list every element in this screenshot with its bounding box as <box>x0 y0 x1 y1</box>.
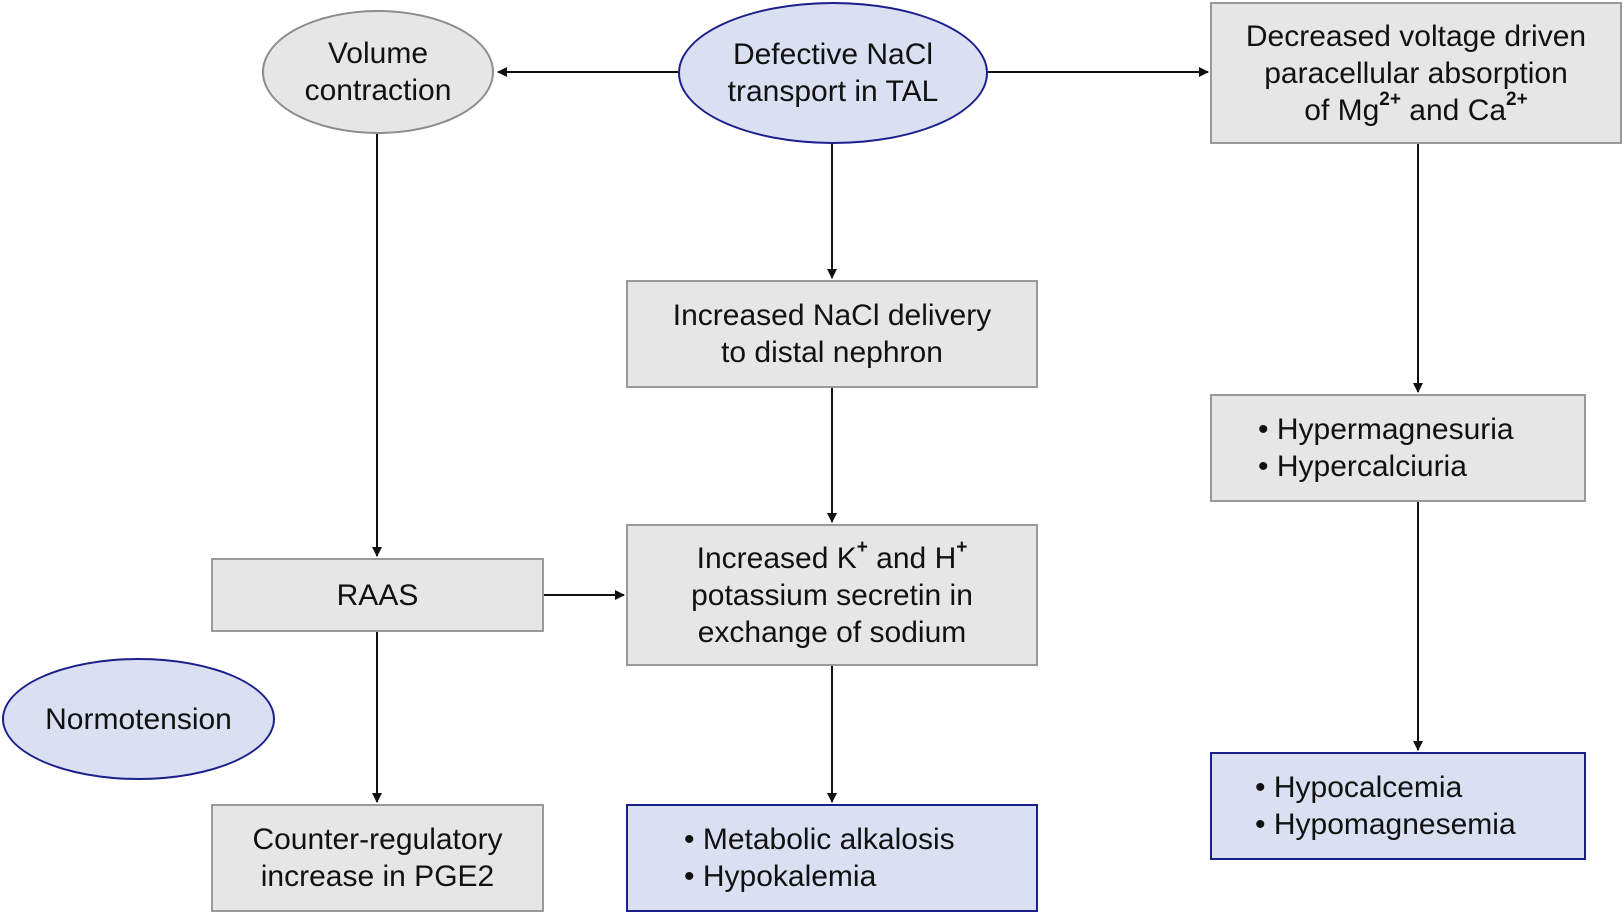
node-k-text: Increased K <box>696 541 857 575</box>
node-decreased-ca-charge: 2+ <box>1506 88 1528 110</box>
node-normotension-label: Normotension <box>45 702 232 736</box>
node-k-h-line1: Increased K+ and H+ <box>696 536 968 577</box>
list-item-metabolic-alkalosis: Metabolic alkalosis <box>684 821 955 858</box>
list-item-hypomagnesemia: Hypomagnesemia <box>1255 806 1516 843</box>
node-defective-nacl-transport: Defective NaCl transport in TAL <box>678 2 988 144</box>
node-raas-label: RAAS <box>336 578 419 612</box>
node-k-h-secretion: Increased K+ and H+ potassium secretin i… <box>626 524 1038 666</box>
node-metabolic-alkalosis: Metabolic alkalosis Hypokalemia <box>626 804 1038 912</box>
node-decreased-ca-text: and Ca <box>1400 93 1507 127</box>
node-decreased-mg-text: of Mg <box>1304 93 1380 127</box>
node-k-h-line3: exchange of sodium <box>697 615 967 649</box>
node-volume-line2: contraction <box>304 74 452 107</box>
node-normotension: Normotension <box>2 658 275 780</box>
node-hypermagnesuria: Hypermagnesuria Hypercalciuria <box>1210 394 1586 502</box>
node-h-charge: + <box>956 536 968 558</box>
node-k-h-line2: potassium secretin in <box>691 578 973 612</box>
list-item-hypokalemia: Hypokalemia <box>684 858 876 895</box>
list-item-hypermagnesuria: Hypermagnesuria <box>1258 411 1514 448</box>
node-decreased-absorption: Decreased voltage driven paracellular ab… <box>1210 2 1622 144</box>
list-item-hypercalciuria: Hypercalciuria <box>1258 448 1467 485</box>
node-pge2-line2: increase in PGE2 <box>260 860 495 893</box>
node-decreased-line2: paracellular absorption <box>1264 56 1568 90</box>
node-hypocalcemia: Hypocalcemia Hypomagnesemia <box>1210 752 1586 860</box>
node-nacl-delivery-line1: Increased NaCl delivery <box>672 299 992 332</box>
node-h-text: and H <box>867 541 957 575</box>
node-defective-line2: transport in TAL <box>727 75 939 108</box>
node-defective-line1: Defective NaCl <box>732 38 934 71</box>
node-raas: RAAS <box>211 558 544 632</box>
node-pge2-line1: Counter-regulatory <box>252 823 503 856</box>
node-k-charge: + <box>856 536 868 558</box>
node-increased-nacl-delivery: Increased NaCl delivery to distal nephro… <box>626 280 1038 388</box>
node-decreased-mg-charge: 2+ <box>1379 88 1401 110</box>
node-pge2: Counter-regulatory increase in PGE2 <box>211 804 544 912</box>
node-volume-contraction: Volume contraction <box>262 10 494 134</box>
node-decreased-line3: of Mg2+ and Ca2+ <box>1304 88 1528 129</box>
list-item-hypocalcemia: Hypocalcemia <box>1255 769 1462 806</box>
node-volume-line1: Volume <box>327 37 429 70</box>
node-decreased-line1: Decreased voltage driven <box>1245 19 1587 53</box>
node-nacl-delivery-line2: to distal nephron <box>721 336 943 369</box>
